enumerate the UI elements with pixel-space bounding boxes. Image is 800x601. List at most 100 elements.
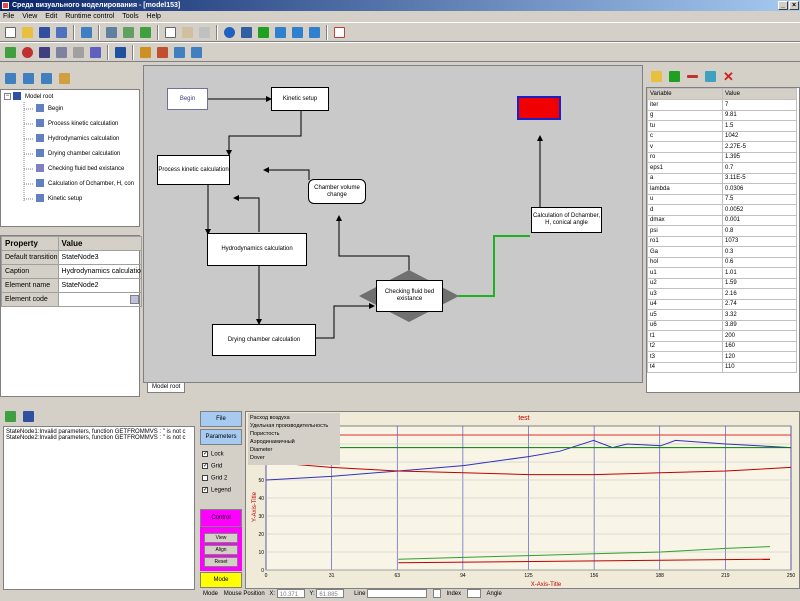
- prop-value[interactable]: StateNode3: [57, 250, 142, 265]
- lock-checkbox[interactable]: ✓Lock: [202, 451, 224, 458]
- grid2-checkbox[interactable]: Grid 2: [202, 475, 227, 482]
- mode-button[interactable]: Mode: [200, 572, 242, 588]
- control-button[interactable]: Control: [200, 509, 242, 527]
- node-begin[interactable]: Begin: [167, 88, 208, 110]
- stop-button[interactable]: [222, 25, 237, 40]
- variable-value[interactable]: 1.395: [722, 151, 797, 163]
- variable-value[interactable]: 1073: [722, 235, 797, 247]
- edit-code-icon[interactable]: [129, 295, 139, 304]
- add-transition-button[interactable]: [54, 45, 69, 60]
- view-button[interactable]: View: [204, 533, 238, 543]
- variable-value[interactable]: 2.27E-5: [722, 141, 797, 153]
- add-sub-button[interactable]: [88, 45, 103, 60]
- pause-button[interactable]: [273, 25, 288, 40]
- variable-value[interactable]: 7.5: [722, 193, 797, 205]
- var-remove-button[interactable]: [685, 69, 700, 84]
- save-button[interactable]: [37, 25, 52, 40]
- tree-item[interactable]: Drying chamber calculation: [36, 148, 120, 160]
- step-button[interactable]: [290, 25, 305, 40]
- tree-root[interactable]: −Model root: [4, 92, 54, 101]
- variable-value[interactable]: 3.89: [722, 319, 797, 331]
- node-hydrodynamics[interactable]: Hydrodynamics calculation: [207, 233, 307, 266]
- variable-value[interactable]: 0.0052: [722, 204, 797, 216]
- run-button[interactable]: [256, 25, 271, 40]
- align-button[interactable]: Align: [204, 545, 238, 555]
- parameters-button[interactable]: Parameters: [200, 429, 242, 445]
- paste-button[interactable]: [180, 25, 195, 40]
- tab-model-root[interactable]: Model root: [147, 383, 186, 393]
- add-state-button[interactable]: [3, 45, 18, 60]
- new-button[interactable]: [3, 25, 18, 40]
- tree-item[interactable]: Calculation of Dchamber, H, con: [36, 178, 134, 190]
- prop-value[interactable]: [57, 292, 142, 307]
- variable-value[interactable]: 1.01: [722, 267, 797, 279]
- node-dchamber[interactable]: Calculation of Dchamber, H, conical angl…: [531, 207, 602, 233]
- variable-value[interactable]: 1.5: [722, 120, 797, 132]
- variable-value[interactable]: 0.8: [722, 225, 797, 237]
- grid-checkbox[interactable]: ✓Grid: [202, 463, 223, 470]
- export-button[interactable]: [121, 25, 136, 40]
- minimize-button[interactable]: _: [778, 1, 788, 10]
- var-open-button[interactable]: [649, 69, 664, 84]
- message-log[interactable]: StateNode1:Invalid parameters, function …: [3, 426, 195, 590]
- model-tree[interactable]: −Model root Begin Process kinetic calcul…: [0, 89, 140, 227]
- variable-value[interactable]: 0.6: [722, 256, 797, 268]
- tree-child-button[interactable]: [21, 71, 36, 86]
- prop-value[interactable]: Hydrodynamics calculatio: [57, 264, 142, 279]
- add-stop-button[interactable]: [20, 45, 35, 60]
- cut-button[interactable]: [197, 25, 212, 40]
- var-delete-button[interactable]: ✕: [721, 69, 736, 84]
- variable-value[interactable]: 0.3: [722, 246, 797, 258]
- collapse-icon[interactable]: −: [4, 92, 11, 100]
- node-drying-chamber[interactable]: Drying chamber calculation: [212, 324, 316, 356]
- close-button[interactable]: ×: [789, 1, 799, 10]
- step-back-button[interactable]: [239, 25, 254, 40]
- menu-file[interactable]: File: [3, 13, 15, 20]
- copy-button[interactable]: [163, 25, 178, 40]
- tree-item[interactable]: Hydrodynamics calculation: [36, 133, 119, 145]
- plugin-button[interactable]: [138, 45, 153, 60]
- tree-view2-button[interactable]: [189, 45, 204, 60]
- reset-button[interactable]: Reset: [204, 557, 238, 567]
- menu-tools[interactable]: Tools: [122, 13, 139, 20]
- tree-view-button[interactable]: [172, 45, 187, 60]
- variable-value[interactable]: 2.16: [722, 288, 797, 300]
- tree-item[interactable]: Process kinetic calculation: [36, 118, 118, 130]
- open-button[interactable]: [20, 25, 35, 40]
- variable-value[interactable]: 160: [722, 340, 797, 352]
- end-button[interactable]: [307, 25, 322, 40]
- node-chamber-volume[interactable]: Chamber volume change: [308, 179, 366, 204]
- back-button[interactable]: [104, 25, 119, 40]
- legend-checkbox[interactable]: ✓Legend: [202, 487, 232, 494]
- var-add-button[interactable]: [667, 69, 682, 84]
- variable-value[interactable]: 7: [722, 99, 797, 111]
- variable-value[interactable]: 9.81: [722, 109, 797, 121]
- variable-value[interactable]: 120: [722, 351, 797, 363]
- tree-link-button[interactable]: [57, 71, 72, 86]
- tree-item[interactable]: Checking fluid bed existance: [36, 163, 124, 175]
- menu-help[interactable]: Help: [146, 13, 161, 20]
- validate-button[interactable]: [138, 25, 153, 40]
- diagram-canvas[interactable]: Begin Kinetic setup Process kinetic calc…: [143, 65, 643, 383]
- menu-edit[interactable]: Edit: [45, 13, 58, 20]
- variable-value[interactable]: 110: [722, 361, 797, 373]
- add-branch-button[interactable]: [37, 45, 52, 60]
- node-kinetic-setup[interactable]: Kinetic setup: [271, 87, 329, 111]
